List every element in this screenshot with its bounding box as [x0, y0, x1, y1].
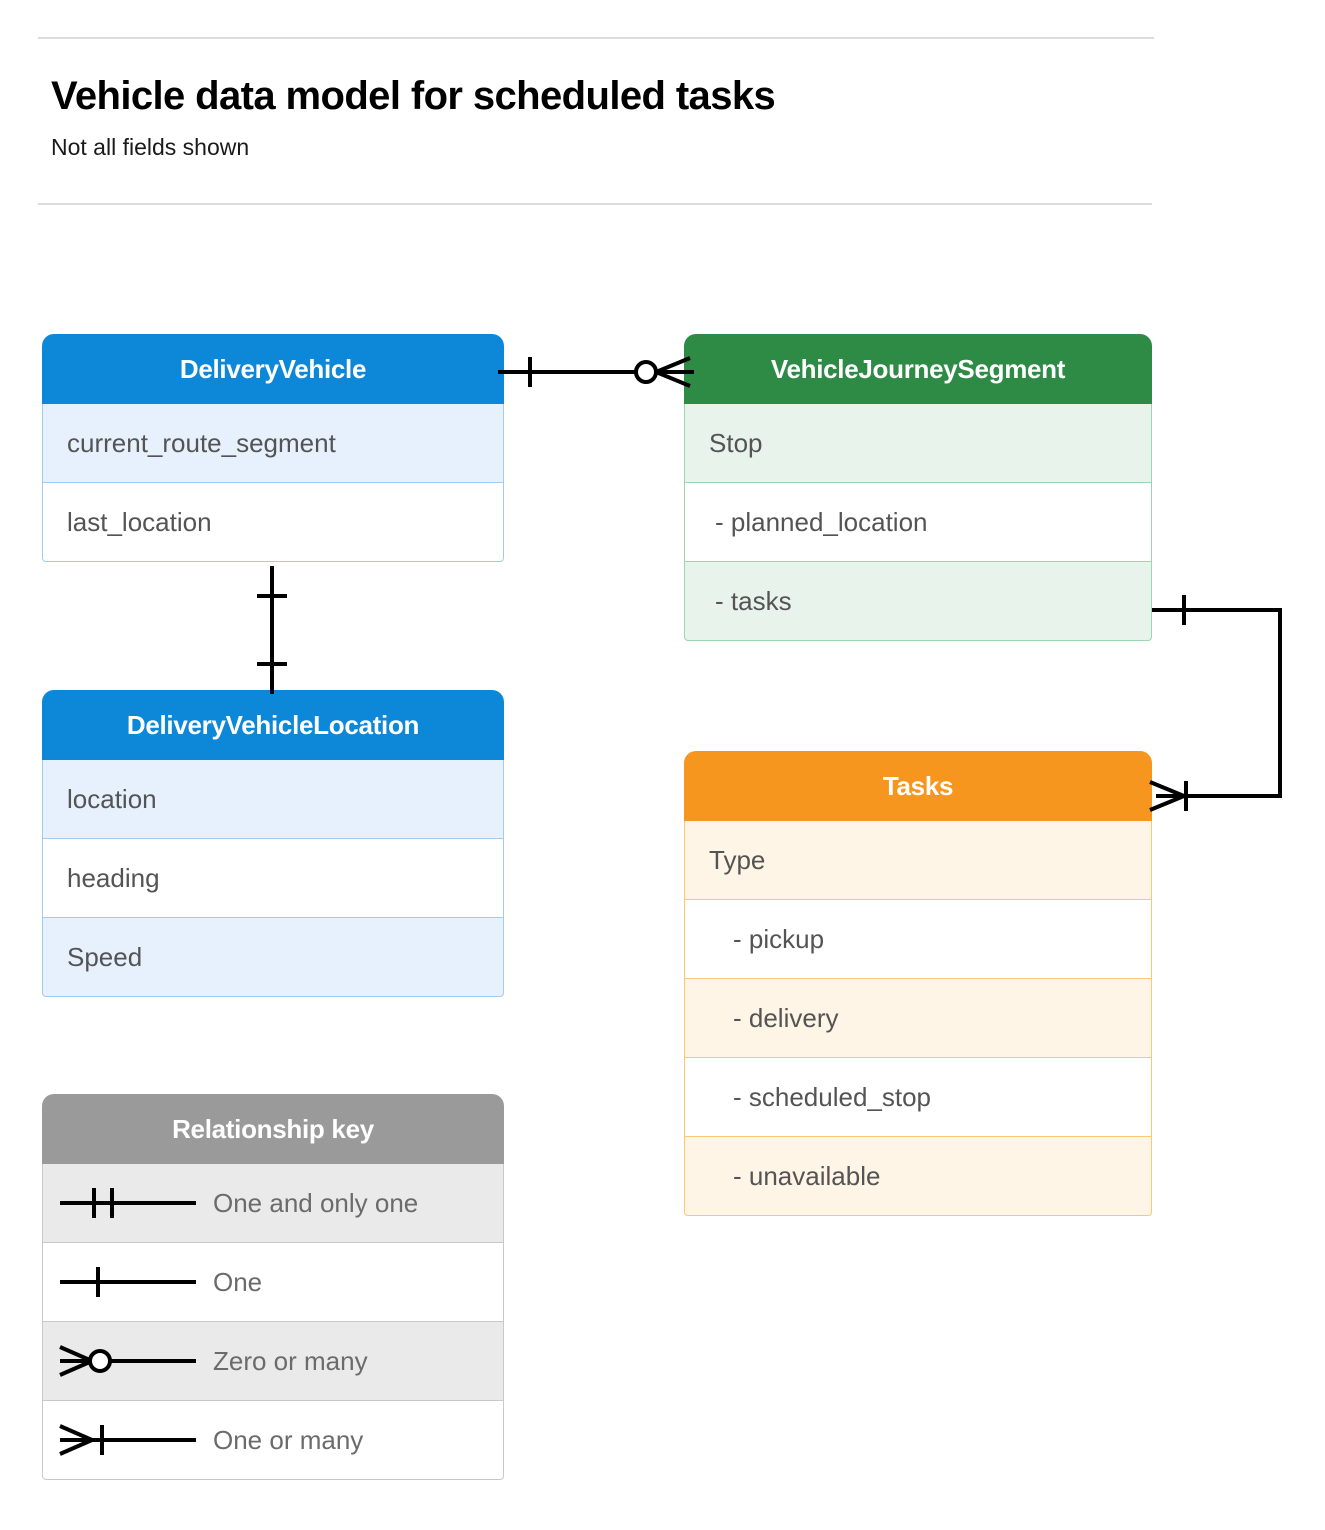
entity-tasks[interactable]: Tasks Type - pickup - delivery - schedul…: [684, 751, 1152, 1216]
entity-row: - planned_location: [684, 483, 1152, 562]
one-icon: [43, 1243, 213, 1321]
legend-item-one-or-many: One or many: [42, 1401, 504, 1480]
legend-item-zero-or-many: Zero or many: [42, 1322, 504, 1401]
legend-item-one: One: [42, 1243, 504, 1322]
header-divider-top: [38, 37, 1154, 39]
entity-row: - unavailable: [684, 1137, 1152, 1216]
legend-title: Relationship key: [42, 1094, 504, 1164]
legend-item-label: Zero or many: [213, 1345, 368, 1376]
entity-row: - pickup: [684, 900, 1152, 979]
legend-item-label: One or many: [213, 1424, 364, 1455]
entity-row: Speed: [42, 918, 504, 997]
entity-tasks-title: Tasks: [684, 751, 1152, 821]
entity-row: location: [42, 760, 504, 839]
one-and-only-one-icon: [43, 1164, 213, 1242]
entity-delivery-vehicle-title: DeliveryVehicle: [42, 334, 504, 404]
entity-row: Stop: [684, 404, 1152, 483]
one-or-many-icon: [43, 1401, 213, 1479]
entity-row: heading: [42, 839, 504, 918]
entity-row: - tasks: [684, 562, 1152, 641]
entity-delivery-vehicle-location-title: DeliveryVehicleLocation: [42, 690, 504, 760]
entity-delivery-vehicle-location[interactable]: DeliveryVehicleLocation location heading…: [42, 690, 504, 997]
legend-item-label: One and only one: [213, 1187, 419, 1218]
connector-vehicle-to-journey-segment: [498, 356, 694, 388]
zero-or-many-icon: [43, 1322, 213, 1400]
connector-vehicle-to-vehicle-location: [257, 566, 287, 694]
entity-row: current_route_segment: [42, 404, 504, 483]
page-title: Vehicle data model for scheduled tasks: [51, 74, 776, 118]
legend-item-one-and-only-one: One and only one: [42, 1164, 504, 1243]
entity-row: - delivery: [684, 979, 1152, 1058]
entity-vehicle-journey-segment[interactable]: VehicleJourneySegment Stop - planned_loc…: [684, 334, 1152, 641]
entity-vehicle-journey-segment-title: VehicleJourneySegment: [684, 334, 1152, 404]
connector-journey-tasks-to-tasks: [1149, 595, 1282, 812]
entity-delivery-vehicle[interactable]: DeliveryVehicle current_route_segment la…: [42, 334, 504, 562]
entity-row: - scheduled_stop: [684, 1058, 1152, 1137]
page-subtitle: Not all fields shown: [51, 134, 250, 160]
entity-row: Type: [684, 821, 1152, 900]
legend-item-label: One: [213, 1266, 263, 1297]
relationship-key-legend: Relationship key One and only one One: [42, 1094, 504, 1480]
header-divider-bottom: [38, 203, 1152, 205]
entity-row: last_location: [42, 483, 504, 562]
